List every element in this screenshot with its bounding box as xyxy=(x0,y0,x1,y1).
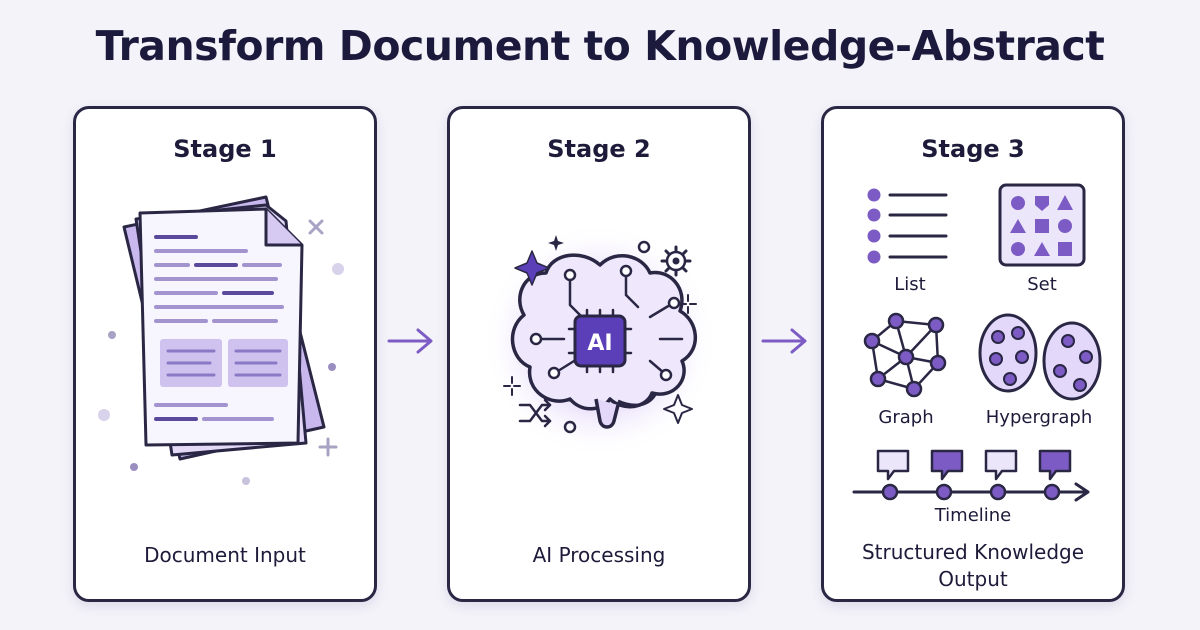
stage-3-caption-line2: Output xyxy=(938,567,1008,591)
stage-3-caption-line1: Structured Knowledge xyxy=(861,540,1085,564)
list-label: List xyxy=(894,274,926,295)
hypergraph-label: Hypergraph xyxy=(985,407,1093,428)
document-stack-icon xyxy=(98,195,344,485)
stage-1-card: Stage 1 xyxy=(73,106,377,602)
structures-illustration xyxy=(852,183,1102,502)
arrow-right-icon xyxy=(761,328,807,354)
stage-2-card: Stage 2 xyxy=(447,106,751,602)
graph-icon xyxy=(863,312,947,398)
hypergraph-icon xyxy=(978,313,1102,401)
stage-3-card: Stage 3 xyxy=(821,106,1125,602)
list-icon xyxy=(867,188,948,264)
stage-2-heading: Stage 2 xyxy=(547,135,651,163)
set-label: Set xyxy=(1027,274,1057,295)
stage-1-heading: Stage 1 xyxy=(173,135,277,163)
diagram-title: Transform Document to Knowledge-Abstract xyxy=(95,22,1105,70)
set-icon xyxy=(998,183,1086,267)
ai-brain-icon: AI xyxy=(482,223,718,459)
stage-3-caption: Structured Knowledge Output xyxy=(824,539,1122,593)
shuffle-icon xyxy=(518,398,552,428)
stage-1-caption: Document Input xyxy=(144,543,306,567)
timeline-icon xyxy=(852,449,1090,502)
arrow-right-icon xyxy=(387,328,433,354)
ai-badge: AI xyxy=(587,331,612,356)
gear-icon xyxy=(660,245,692,277)
graph-label: Graph xyxy=(878,407,934,428)
stage-3-heading: Stage 3 xyxy=(921,135,1025,163)
stage-2-caption: AI Processing xyxy=(532,543,666,567)
timeline-label: Timeline xyxy=(934,505,1012,526)
